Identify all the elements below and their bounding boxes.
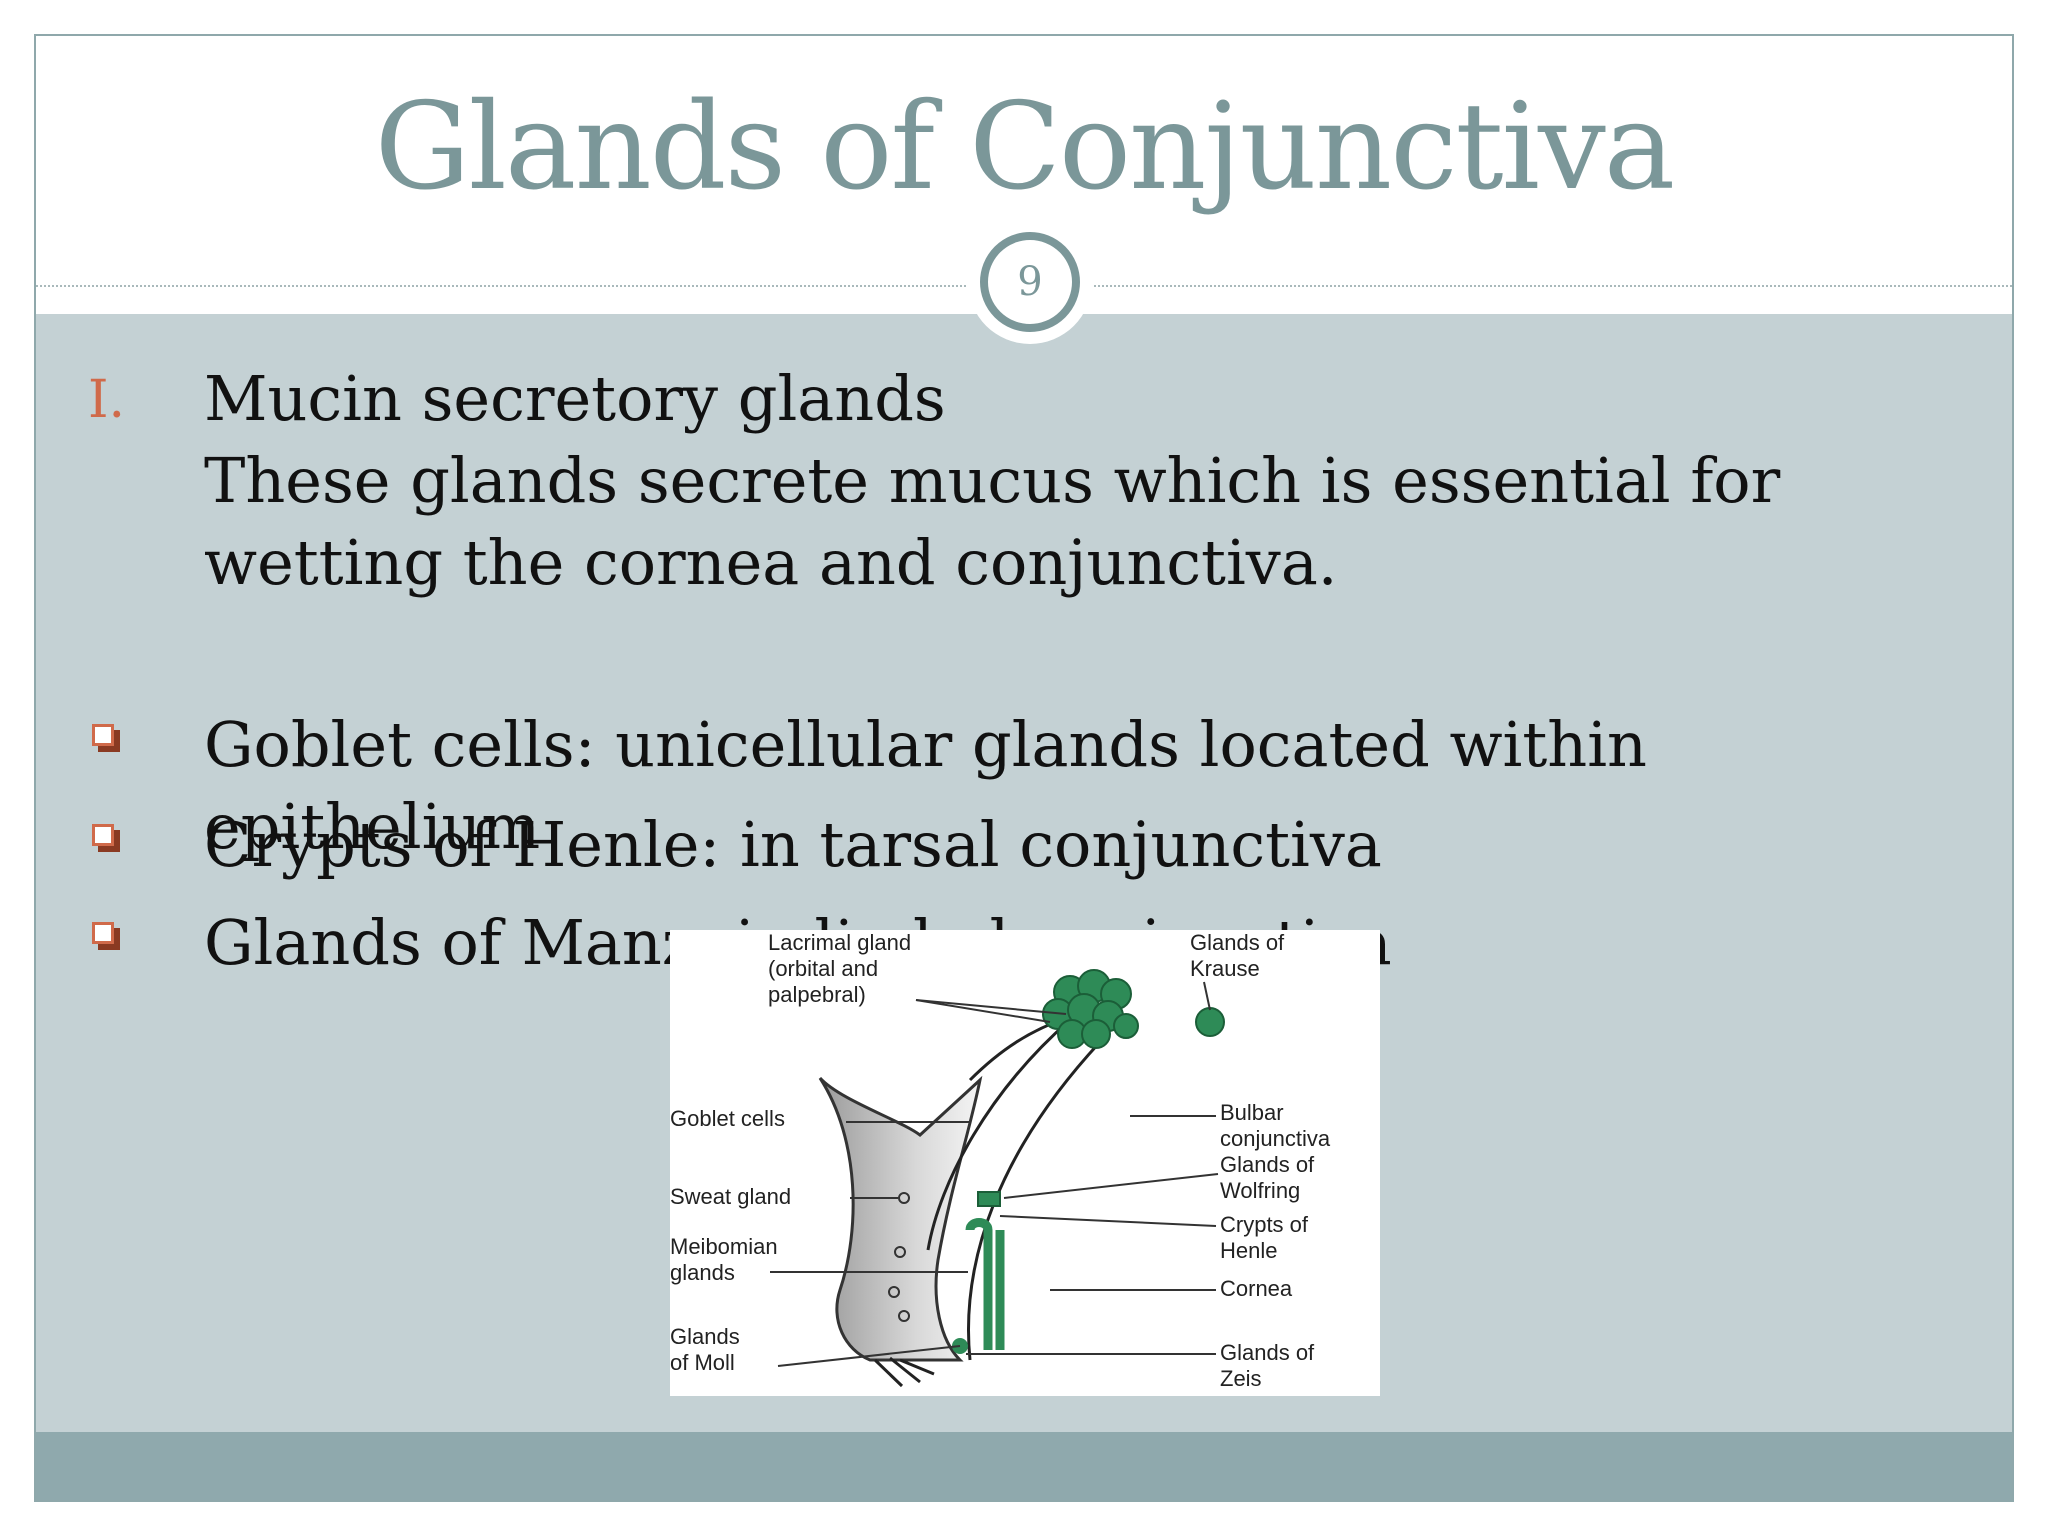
lacrimal-gland-cluster xyxy=(1042,969,1139,1049)
label-krause-2: Krause xyxy=(1190,956,1260,981)
slide-number-badge: 9 xyxy=(968,220,1092,344)
label-wolfring-2: Wolfring xyxy=(1220,1178,1300,1203)
footer-band xyxy=(36,1432,2012,1500)
conjunctiva-glands-diagram: Lacrimal gland (orbital and palpebral) G… xyxy=(670,930,1380,1396)
section-heading: Mucin secretory glands xyxy=(204,362,946,435)
label-meibomian-2: glands xyxy=(670,1260,735,1285)
label-crypts-1: Crypts of xyxy=(1220,1212,1309,1237)
label-cornea: Cornea xyxy=(1220,1276,1293,1301)
leader-lines xyxy=(770,981,1219,1367)
label-meibomian-1: Meibomian xyxy=(670,1234,778,1259)
label-goblet: Goblet cells xyxy=(670,1106,785,1131)
slide-number: 9 xyxy=(980,232,1080,332)
bullet-item: Goblet cells: unicellular glands located… xyxy=(204,708,1647,863)
label-krause-1: Glands of xyxy=(1190,930,1285,955)
title-divider-right xyxy=(1094,285,2012,287)
label-bulbar-1: Bulbar xyxy=(1220,1100,1284,1125)
bullet-marker xyxy=(92,724,120,752)
krause-gland xyxy=(1195,1007,1225,1037)
title-divider-left xyxy=(36,285,966,287)
gland-ducts xyxy=(888,1192,910,1322)
wolfring-gland xyxy=(977,1191,1001,1207)
label-sweat: Sweat gland xyxy=(670,1184,791,1209)
label-wolfring-1: Glands of xyxy=(1220,1152,1315,1177)
bulbar-line xyxy=(926,1018,1071,1251)
diagram-svg: Lacrimal gland (orbital and palpebral) G… xyxy=(670,930,1331,1391)
eyelid-shape xyxy=(818,1075,983,1362)
section-numeral: I. xyxy=(88,370,126,430)
label-moll-2: of Moll xyxy=(670,1350,735,1375)
meibomian-gland xyxy=(965,1218,1005,1350)
label-zeis-2: Zeis xyxy=(1220,1366,1262,1391)
label-lacrimal-1: Lacrimal gland xyxy=(768,930,911,955)
bullet-item: Crypts of Henle: in tarsal conjunctiva xyxy=(204,808,1382,881)
label-zeis-1: Glands of xyxy=(1220,1340,1315,1365)
slide: Glands of Conjunctiva 9 I. Mucin secreto… xyxy=(34,34,2014,1502)
label-moll-1: Glands xyxy=(670,1324,740,1349)
label-bulbar-2: conjunctiva xyxy=(1220,1126,1331,1151)
label-lacrimal-2: (orbital and xyxy=(768,956,878,981)
bullet-marker xyxy=(92,922,120,950)
slide-title: Glands of Conjunctiva xyxy=(374,78,1676,217)
label-crypts-2: Henle xyxy=(1220,1238,1277,1263)
slide-body: I. Mucin secretory glands These glands s… xyxy=(36,36,2012,1500)
section-paragraph: These glands secrete mucus which is esse… xyxy=(204,444,1781,599)
bullet-marker xyxy=(92,824,120,852)
label-lacrimal-3: palpebral) xyxy=(768,982,866,1007)
eyelashes xyxy=(873,1356,935,1388)
